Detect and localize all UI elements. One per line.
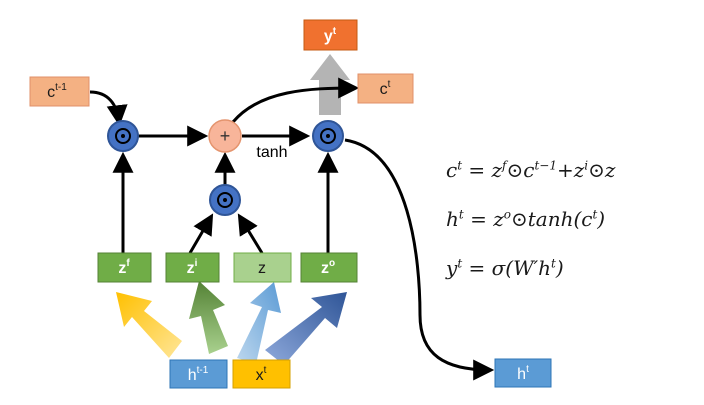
plus-symbol: +	[220, 126, 231, 146]
mult-node-forget	[107, 120, 139, 152]
svg-text:yt: yt	[324, 26, 337, 45]
input-arrow-blue-dark	[265, 292, 347, 365]
c-prev-base: c	[47, 84, 55, 101]
svg-text:ct: ct	[380, 79, 391, 98]
z-o-base: z	[321, 260, 329, 277]
tanh-label: tanh	[256, 144, 287, 161]
z-o-sup: o	[329, 258, 335, 269]
h-prev-base: h	[188, 367, 197, 384]
equation-output: yt = σ(W′ht)	[446, 256, 564, 280]
y-out-sup: t	[333, 26, 337, 37]
edge-mult3-to-hout	[344, 138, 495, 381]
c-out-base: c	[380, 81, 388, 98]
box-h-prev: ht-1	[169, 359, 228, 389]
output-arrow-gray	[310, 54, 350, 115]
input-arrow-blue-light	[237, 282, 281, 364]
z-f-sup: f	[126, 258, 130, 269]
input-arrow-yellow	[116, 292, 182, 358]
box-z-output: zo	[300, 252, 358, 283]
svg-text:zi: zi	[187, 258, 198, 277]
svg-text:zo: zo	[321, 258, 335, 277]
z-i-sup: i	[195, 258, 198, 269]
input-arrow-green	[189, 281, 228, 354]
mult-node-output	[312, 120, 344, 152]
svg-text:ht-1: ht-1	[188, 365, 209, 384]
plus-node: +	[208, 119, 242, 153]
box-c-prev: ct-1	[29, 76, 90, 107]
equation-cell-state: ct = zf⊙ct−1+zi⊙z	[446, 158, 616, 182]
h-prev-sup: t-1	[197, 365, 209, 376]
edge-cprev-to-mult1	[89, 90, 128, 127]
mult-node-input	[209, 184, 241, 216]
box-h-out: ht	[494, 358, 552, 388]
edge-plus-to-cout	[231, 77, 360, 123]
h-out-base: h	[517, 366, 526, 383]
c-out-sup: t	[388, 79, 391, 90]
svg-text:ht: ht	[517, 364, 529, 383]
box-z-input: zi	[165, 252, 220, 283]
box-x-in: xt	[232, 359, 291, 389]
c-prev-sup: t-1	[55, 82, 67, 93]
svg-text:ct-1: ct-1	[47, 82, 67, 101]
z-i-base: z	[187, 260, 195, 277]
box-z: z	[233, 252, 292, 283]
svg-text:z: z	[258, 260, 266, 277]
edge-zi-to-mult2	[188, 213, 214, 254]
equation-hidden-state: ht = zo⊙tanh(ct)	[446, 207, 606, 231]
box-z-forget: zf	[97, 252, 152, 283]
h-out-sup: t	[526, 364, 529, 375]
svg-text:zf: zf	[118, 258, 130, 277]
edge-z-to-mult2	[237, 213, 264, 254]
z-base: z	[258, 260, 266, 277]
box-y-out: yt	[303, 19, 358, 51]
box-c-out: ct	[357, 73, 414, 104]
y-out-base: y	[324, 28, 333, 45]
x-in-base: x	[256, 367, 264, 384]
z-f-base: z	[118, 260, 126, 277]
x-in-sup: t	[264, 365, 267, 376]
svg-text:xt: xt	[256, 365, 267, 384]
